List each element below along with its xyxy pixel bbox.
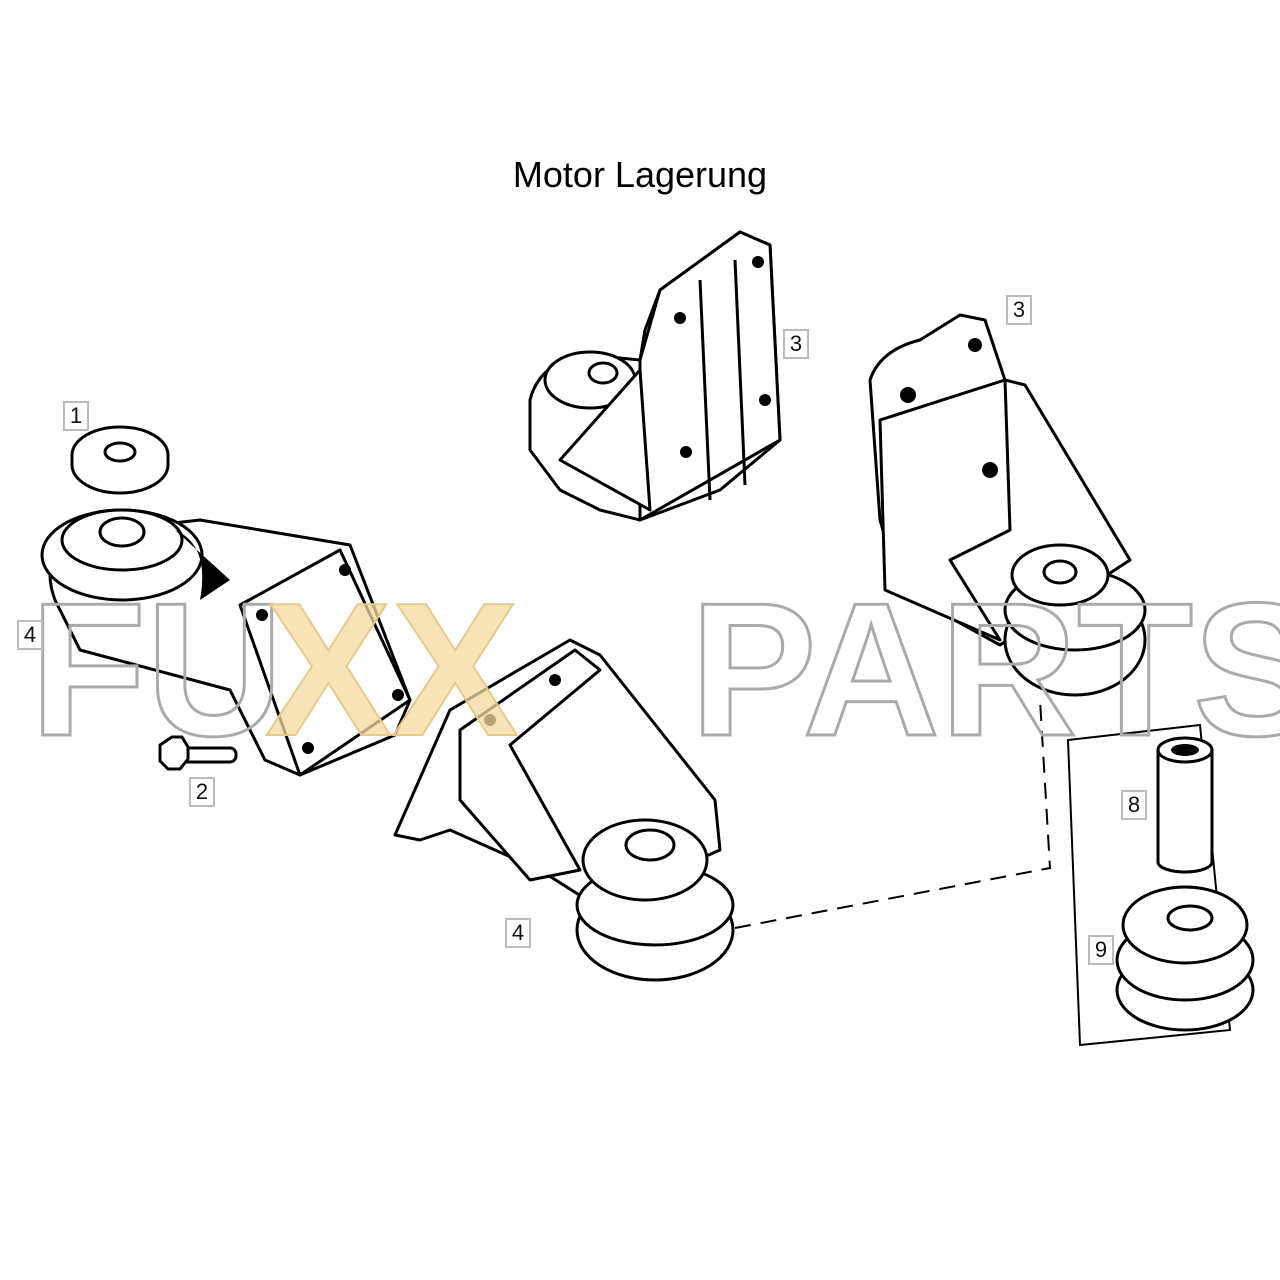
watermark-xx: XX	[265, 564, 518, 776]
watermark-logo: FU XX PARTS	[29, 563, 1280, 778]
leader-line	[734, 699, 1052, 929]
diagram-title: Motor Lagerung	[512, 154, 768, 195]
callout-bracket-right: 3	[1006, 295, 1032, 325]
sleeve-part-8[interactable]	[1156, 736, 1214, 874]
rubber-buffer-part-9[interactable]	[1115, 885, 1255, 1032]
callout-rubber-buffer: 9	[1088, 935, 1114, 965]
bracket-top-part-3[interactable]	[528, 230, 782, 522]
callout-washer: 1	[63, 401, 89, 431]
watermark-fu: FU	[30, 564, 283, 776]
callout-sleeve: 8	[1121, 790, 1147, 820]
engine-mount-left-part-4[interactable]	[40, 508, 412, 777]
exploded-view-panel	[1066, 723, 1232, 1047]
callout-mount-left: 4	[17, 620, 43, 650]
callout-bracket-top: 3	[783, 329, 809, 359]
bracket-right-part-3[interactable]	[868, 313, 1147, 697]
washer-part-1[interactable]	[70, 425, 170, 495]
bolt-part-2[interactable]	[158, 735, 238, 771]
engine-mount-center-part-4[interactable]	[393, 638, 735, 982]
callout-mount-center: 4	[505, 918, 531, 948]
watermark-parts: PARTS	[690, 564, 1280, 776]
callout-bolt: 2	[189, 777, 215, 807]
